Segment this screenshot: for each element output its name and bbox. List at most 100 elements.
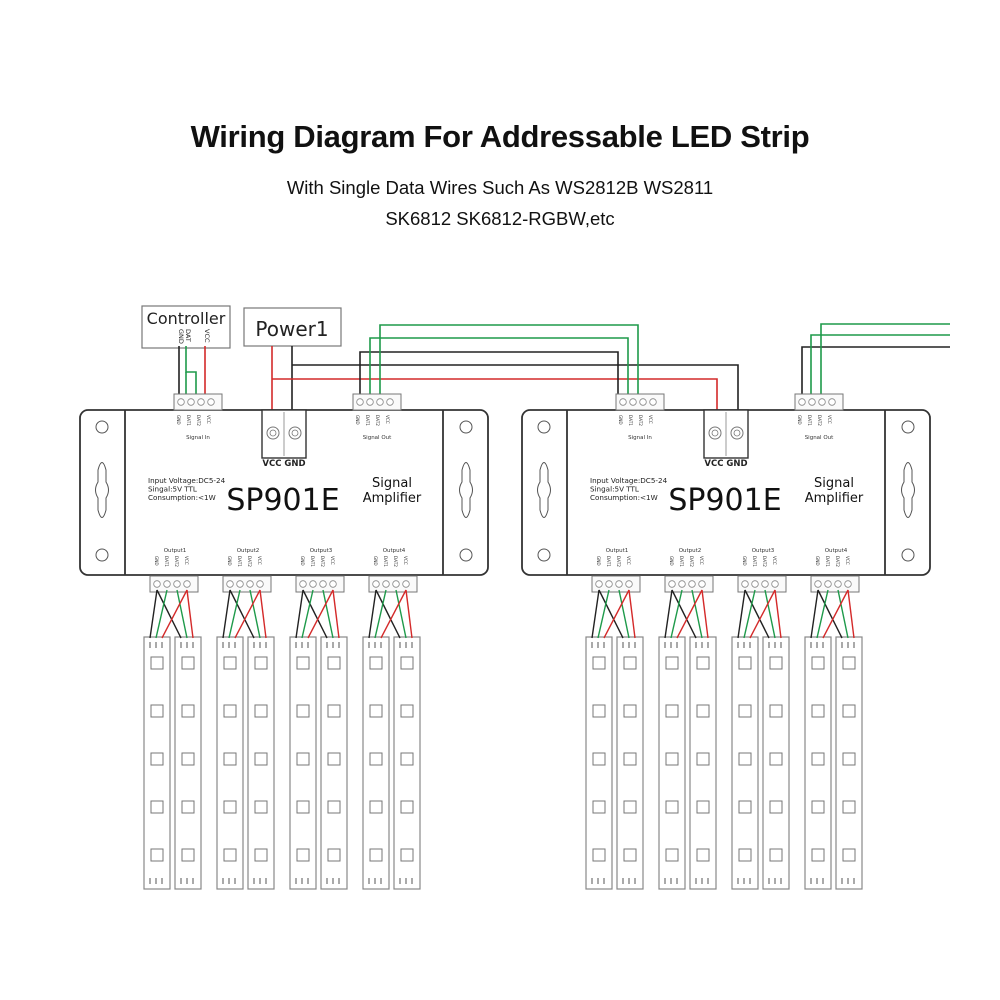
pin-label: VCC [257, 556, 262, 565]
led-icon [150, 800, 164, 814]
led-strip [585, 636, 613, 890]
strip-wire-vcc [774, 589, 782, 639]
led-strip [216, 636, 244, 890]
pin-label: DAT1 [825, 556, 830, 567]
led-strip [731, 636, 759, 890]
screw-icon [771, 580, 779, 588]
wire-link-gnd [359, 351, 619, 395]
screw-icon [808, 398, 816, 406]
mounting-slot-icon [95, 462, 109, 518]
pin-label: DAT2 [689, 556, 694, 567]
pin-label: DAT1 [186, 415, 191, 426]
mounting-slot-icon [901, 462, 915, 518]
led-icon [592, 752, 606, 766]
spec-line: Consumption:<1W [148, 493, 216, 502]
output-terminal-3 [295, 575, 345, 593]
led-icon [254, 704, 268, 718]
led-icon [296, 656, 310, 670]
strip-wire-gnd [598, 589, 624, 639]
pin-label: DAT2 [762, 556, 767, 567]
strip-wire-vcc [847, 589, 855, 639]
led-icon [696, 848, 710, 862]
power-supply-label: Power1 [255, 317, 328, 341]
screw-icon [197, 398, 205, 406]
model-label: SP901E [226, 483, 339, 518]
output-label-3: Output3 [310, 548, 333, 554]
pin-label: VCC [845, 556, 850, 565]
strip-wire-vcc [676, 589, 703, 639]
pin-label: VCC [772, 556, 777, 565]
strip-wire-vcc [186, 589, 194, 639]
pin-label: DAT2 [196, 415, 201, 426]
mounting-hole-icon [537, 548, 551, 562]
screw-icon [619, 398, 627, 406]
led-strip [289, 636, 317, 890]
wire-power-vcc-to-amp2 [272, 378, 718, 420]
led-icon [296, 704, 310, 718]
screw-icon [226, 580, 234, 588]
led-strip [320, 636, 348, 890]
led-strips [143, 636, 863, 890]
wire-link-dat2 [379, 324, 639, 395]
led-icon [842, 656, 856, 670]
pin-label: GND [227, 556, 232, 566]
wires [178, 323, 950, 420]
led-icon [592, 656, 606, 670]
led-icon [223, 752, 237, 766]
signal-out-terminal [794, 393, 844, 411]
screw-icon [309, 580, 317, 588]
led-icon [769, 800, 783, 814]
led-icon [811, 800, 825, 814]
led-icon [223, 704, 237, 718]
pin-label: VCC [403, 556, 408, 565]
strip-wire-gnd [302, 589, 328, 639]
led-icon [738, 704, 752, 718]
led-icon [400, 656, 414, 670]
led-icon [327, 752, 341, 766]
output-label-1: Output1 [164, 548, 187, 554]
led-icon [296, 752, 310, 766]
led-icon [592, 800, 606, 814]
strip-wire-dat1 [743, 589, 756, 639]
led-icon [254, 848, 268, 862]
model-label: SP901E [668, 483, 781, 518]
strip-wire-vcc [628, 589, 636, 639]
led-icon [254, 656, 268, 670]
pin-label: DAT2 [638, 415, 643, 426]
pin-label: DAT1 [752, 556, 757, 567]
screw-icon [834, 580, 842, 588]
strip-wire-dat2 [249, 589, 261, 639]
strip-wire-vcc [307, 589, 334, 639]
led-icon [696, 704, 710, 718]
screw-icon [639, 398, 647, 406]
strip-wire-gnd [368, 589, 377, 639]
screw-icon [605, 580, 613, 588]
screw-icon [246, 580, 254, 588]
led-icon [696, 656, 710, 670]
led-icon [296, 800, 310, 814]
strip-wire-gnd [744, 589, 770, 639]
screw-icon [187, 398, 195, 406]
screw-icon [649, 398, 657, 406]
pin-label: DAT2 [247, 556, 252, 567]
signal-in-label: Signal In [628, 435, 652, 441]
screw-icon [751, 580, 759, 588]
strip-wire-gnd [222, 589, 231, 639]
led-icon [769, 704, 783, 718]
led-icon [842, 848, 856, 862]
led-strip [247, 636, 275, 890]
led-icon [327, 800, 341, 814]
device-name-line2: Amplifier [805, 491, 864, 506]
led-icon [181, 752, 195, 766]
led-icon [400, 704, 414, 718]
led-strip [143, 636, 171, 890]
led-icon [665, 800, 679, 814]
screw-icon [625, 580, 633, 588]
led-icon [696, 752, 710, 766]
led-icon [665, 656, 679, 670]
led-icon [369, 656, 383, 670]
led-icon [150, 704, 164, 718]
led-icon [738, 752, 752, 766]
mounting-hole-icon [95, 420, 109, 434]
pin-label: GND [797, 415, 802, 425]
